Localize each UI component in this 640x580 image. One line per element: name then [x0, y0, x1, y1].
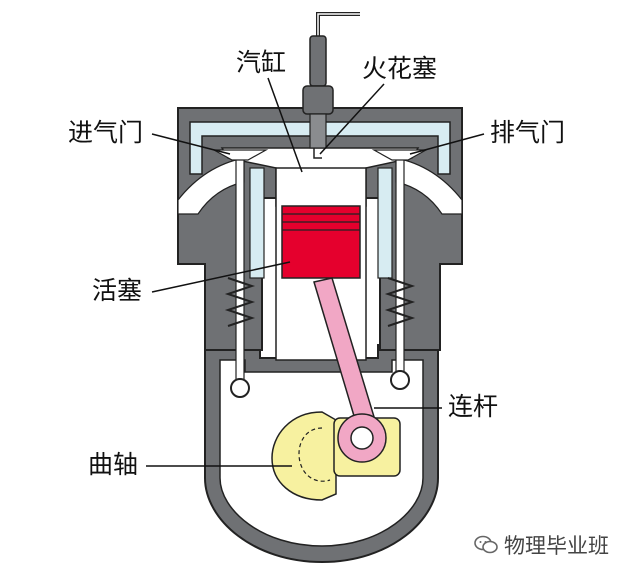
spark-plug-cap — [309, 35, 327, 87]
water-jacket — [189, 121, 451, 175]
watermark: 物理毕业班 — [474, 530, 609, 560]
watermark-text: 物理毕业班 — [504, 534, 609, 558]
water-jacket-right — [377, 167, 393, 279]
label-intake-valve: 进气门 — [68, 118, 144, 147]
label-connecting-rod: 连杆 — [448, 392, 499, 421]
label-exhaust-valve: 排气门 — [490, 118, 566, 147]
leader-exhaust-valve — [409, 133, 485, 155]
crankpin — [350, 426, 374, 450]
label-cylinder: 汽缸 — [236, 48, 287, 77]
label-spark-plug: 火花塞 — [362, 54, 438, 83]
leader-cylinder — [267, 77, 303, 173]
crankshaft — [271, 411, 337, 501]
label-crankshaft: 曲轴 — [88, 450, 139, 479]
water-jacket-left — [249, 167, 265, 279]
piston — [281, 205, 361, 279]
leader-spark-plug — [319, 83, 385, 155]
spark-plug-wire-inner — [317, 13, 360, 40]
leader-piston — [151, 261, 291, 293]
wechat-icon — [474, 535, 498, 554]
spark-plug-thread — [309, 113, 327, 149]
leader-intake-valve — [151, 133, 231, 155]
label-piston: 活塞 — [92, 276, 143, 305]
spark-plug-electrode — [313, 148, 322, 159]
spark-plug-body — [302, 85, 334, 115]
